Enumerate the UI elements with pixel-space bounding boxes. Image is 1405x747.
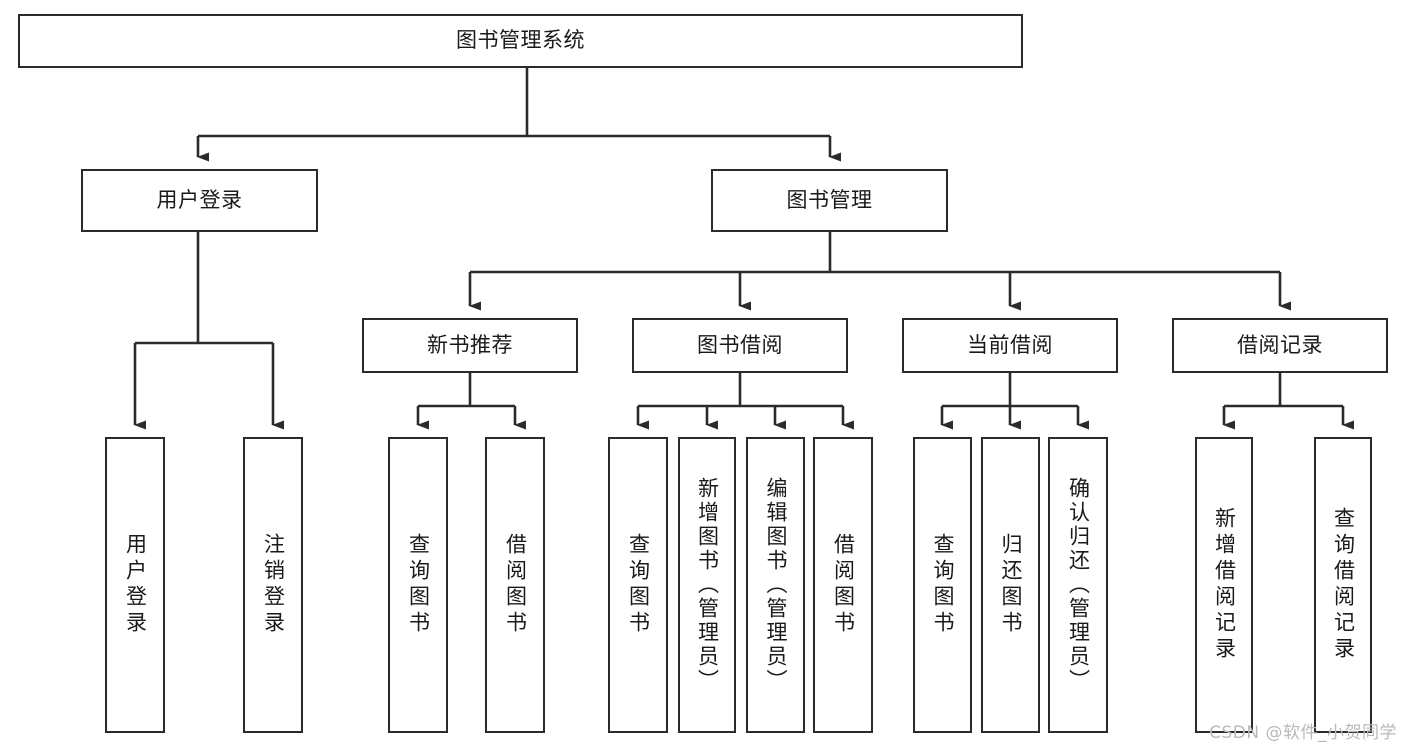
node-leaf-user-login[interactable]: 用户登录 [105, 437, 165, 733]
node-label-book-manage: 图书管理 [786, 187, 873, 212]
node-leaf-return-book[interactable]: 归还图书 [981, 437, 1040, 733]
node-label-new-book-recommend: 新书推荐 [427, 332, 513, 357]
node-leaf-borrow-book-2[interactable]: 借阅图书 [813, 437, 873, 733]
node-leaf-add-book-admin[interactable]: 新增图书（管理员） [678, 437, 736, 733]
node-label-leaf-user-login: 用户登录 [123, 533, 148, 637]
node-user-login[interactable]: 用户登录 [81, 169, 318, 232]
node-label-leaf-query-book-1: 查询图书 [406, 533, 431, 637]
node-leaf-query-borrow-record[interactable]: 查询借阅记录 [1314, 437, 1372, 733]
node-book-borrow[interactable]: 图书借阅 [632, 318, 848, 373]
node-label-leaf-borrow-book-2: 借阅图书 [831, 533, 856, 637]
node-book-manage[interactable]: 图书管理 [711, 169, 948, 232]
node-label-borrow-record: 借阅记录 [1237, 332, 1323, 357]
node-label-book-borrow: 图书借阅 [697, 332, 783, 357]
node-label-leaf-return-book: 归还图书 [999, 533, 1023, 637]
node-label-leaf-add-borrow-record: 新增借阅记录 [1212, 507, 1237, 663]
node-label-user-login: 用户登录 [156, 187, 243, 212]
node-new-book-recommend[interactable]: 新书推荐 [362, 318, 578, 373]
node-label-leaf-logout: 注销登录 [261, 533, 286, 637]
node-leaf-query-book-1[interactable]: 查询图书 [388, 437, 448, 733]
node-borrow-record[interactable]: 借阅记录 [1172, 318, 1388, 373]
node-leaf-query-book-2[interactable]: 查询图书 [608, 437, 668, 733]
node-leaf-edit-book-admin[interactable]: 编辑图书（管理员） [746, 437, 805, 733]
node-label-leaf-query-borrow-record: 查询借阅记录 [1331, 507, 1356, 663]
node-current-borrow[interactable]: 当前借阅 [902, 318, 1118, 373]
node-label-leaf-query-book-2: 查询图书 [626, 533, 651, 637]
node-label-leaf-confirm-return-admin: 确认归还（管理员） [1066, 477, 1091, 693]
node-leaf-query-book-3[interactable]: 查询图书 [913, 437, 972, 733]
node-label-leaf-add-book-admin: 新增图书（管理员） [695, 477, 720, 693]
node-label-root: 图书管理系统 [456, 28, 585, 53]
node-leaf-borrow-book-1[interactable]: 借阅图书 [485, 437, 545, 733]
node-leaf-logout[interactable]: 注销登录 [243, 437, 303, 733]
node-label-leaf-borrow-book-1: 借阅图书 [503, 533, 528, 637]
node-label-leaf-edit-book-admin: 编辑图书（管理员） [764, 477, 788, 693]
node-leaf-confirm-return-admin[interactable]: 确认归还（管理员） [1048, 437, 1108, 733]
node-label-leaf-query-book-3: 查询图书 [931, 533, 955, 637]
node-leaf-add-borrow-record[interactable]: 新增借阅记录 [1195, 437, 1253, 733]
node-root-book-management-system[interactable]: 图书管理系统 [18, 14, 1023, 68]
node-label-current-borrow: 当前借阅 [967, 332, 1053, 357]
